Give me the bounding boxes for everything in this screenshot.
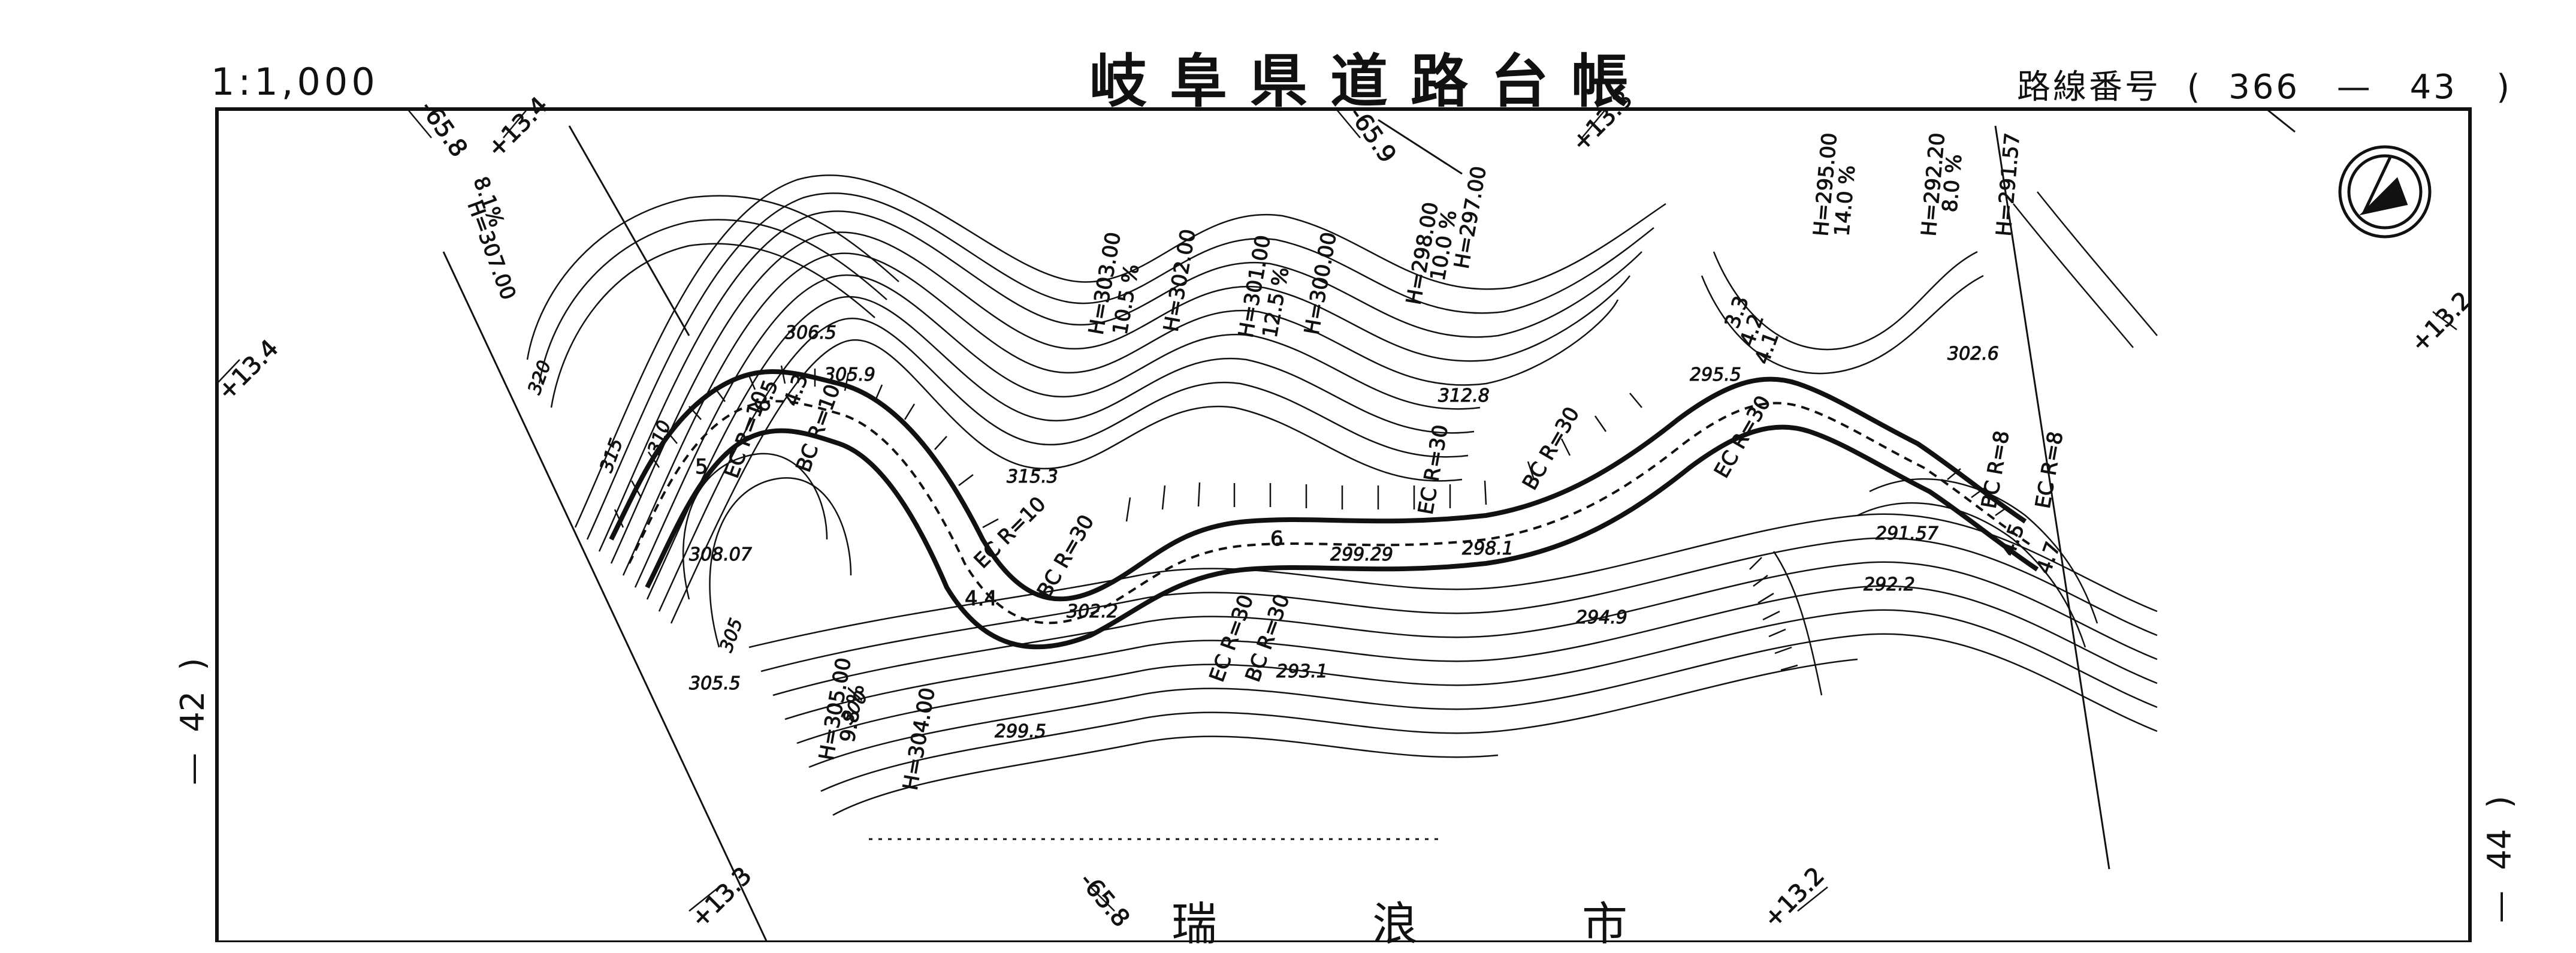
route-number-left: 366 [2228,68,2300,107]
spot-elevation: 299.29 [1330,544,1393,565]
chainage-left: +13.4 [213,334,284,406]
chainage-bottom-3: +13.2 [1759,862,1830,933]
svg-text:H=300.00: H=300.00 [1300,230,1341,336]
spot-elevation: 291.57 [1876,523,1938,544]
spot-elevation: 315.3 [1007,466,1058,487]
contour-label-305: 305 [716,616,747,655]
map-frame [215,107,2472,942]
chainage-top-5: +13.2 [2406,286,2477,358]
svg-text:BC R=8: BC R=8 [1977,429,2014,511]
route-dash: — [2336,68,2373,107]
spot-elevation: 294.9 [1576,607,1627,628]
stream-hatching [1749,551,1823,696]
contours-left [526,195,899,648]
chainage-top-2: +13.4 [482,92,554,163]
svg-text:BC R=30: BC R=30 [1518,403,1584,494]
spot-elevation: 302.6 [1947,343,1999,364]
svg-text:H=302.00: H=302.00 [1159,227,1200,333]
north-arrow-icon [2338,145,2432,239]
road-alignment [609,369,2039,650]
route-paren-open: ( [2173,68,2216,107]
chainage-ticks [216,108,2457,912]
spot-elevation: 295.5 [1690,364,1741,385]
contour-label-315: 315 [596,436,627,475]
spot-elevation: 312.8 [1438,385,1490,406]
contour-label-320: 320 [524,358,555,397]
spot-elevation: 298.1 [1462,538,1514,559]
chainage-top-3: -65.9 [1343,101,1402,168]
svg-text:H=291.57: H=291.57 [1992,132,2025,237]
spot-elevation: 299.5 [995,721,1046,742]
spot-elevation: 293.1 [1276,661,1328,682]
spot-elevation: 308.07 [689,544,752,565]
svg-text:4.4: 4.4 [965,587,997,611]
map-title: 岐阜県道路台帳 [1089,48,1651,115]
map-scale: 1:1,000 [211,60,379,104]
route-number: 路線番号 ( 366 — 43 ) [2017,60,2512,108]
route-label: 路線番号 [2017,68,2161,107]
svg-text:EC R=30: EC R=30 [1414,423,1453,517]
survey-boundaries [442,107,2296,942]
spot-elevation: 292.2 [1864,574,1915,595]
slope-hatching [614,365,2008,529]
contour-label-310: 310 [644,418,675,457]
contours-lower [748,513,2158,816]
svg-text:EC R=8: EC R=8 [2031,430,2068,511]
svg-text:8.0 %: 8.0 % [1938,153,1967,213]
svg-text:5: 5 [695,455,708,479]
chainage-bottom-2: -65.8 [1074,867,1135,933]
chainage-top-4: +13.3 [1567,86,1638,157]
svg-text:EC R=30: EC R=30 [1710,391,1775,482]
contours-right [1701,191,2158,648]
spot-elevation: 305.5 [689,673,741,694]
route-number-right: 43 [2409,68,2457,107]
contours-upper [574,174,1666,624]
svg-text:4.7: 4.7 [2032,539,2065,577]
svg-text:6: 6 [1270,527,1284,551]
spot-elevation: 305.9 [824,364,875,385]
spot-elevation: 306.5 [785,322,836,343]
spot-elevation: 302.2 [1067,601,1118,622]
svg-text:4.5: 4.5 [1996,521,2030,559]
route-paren-close: ) [2470,68,2512,107]
